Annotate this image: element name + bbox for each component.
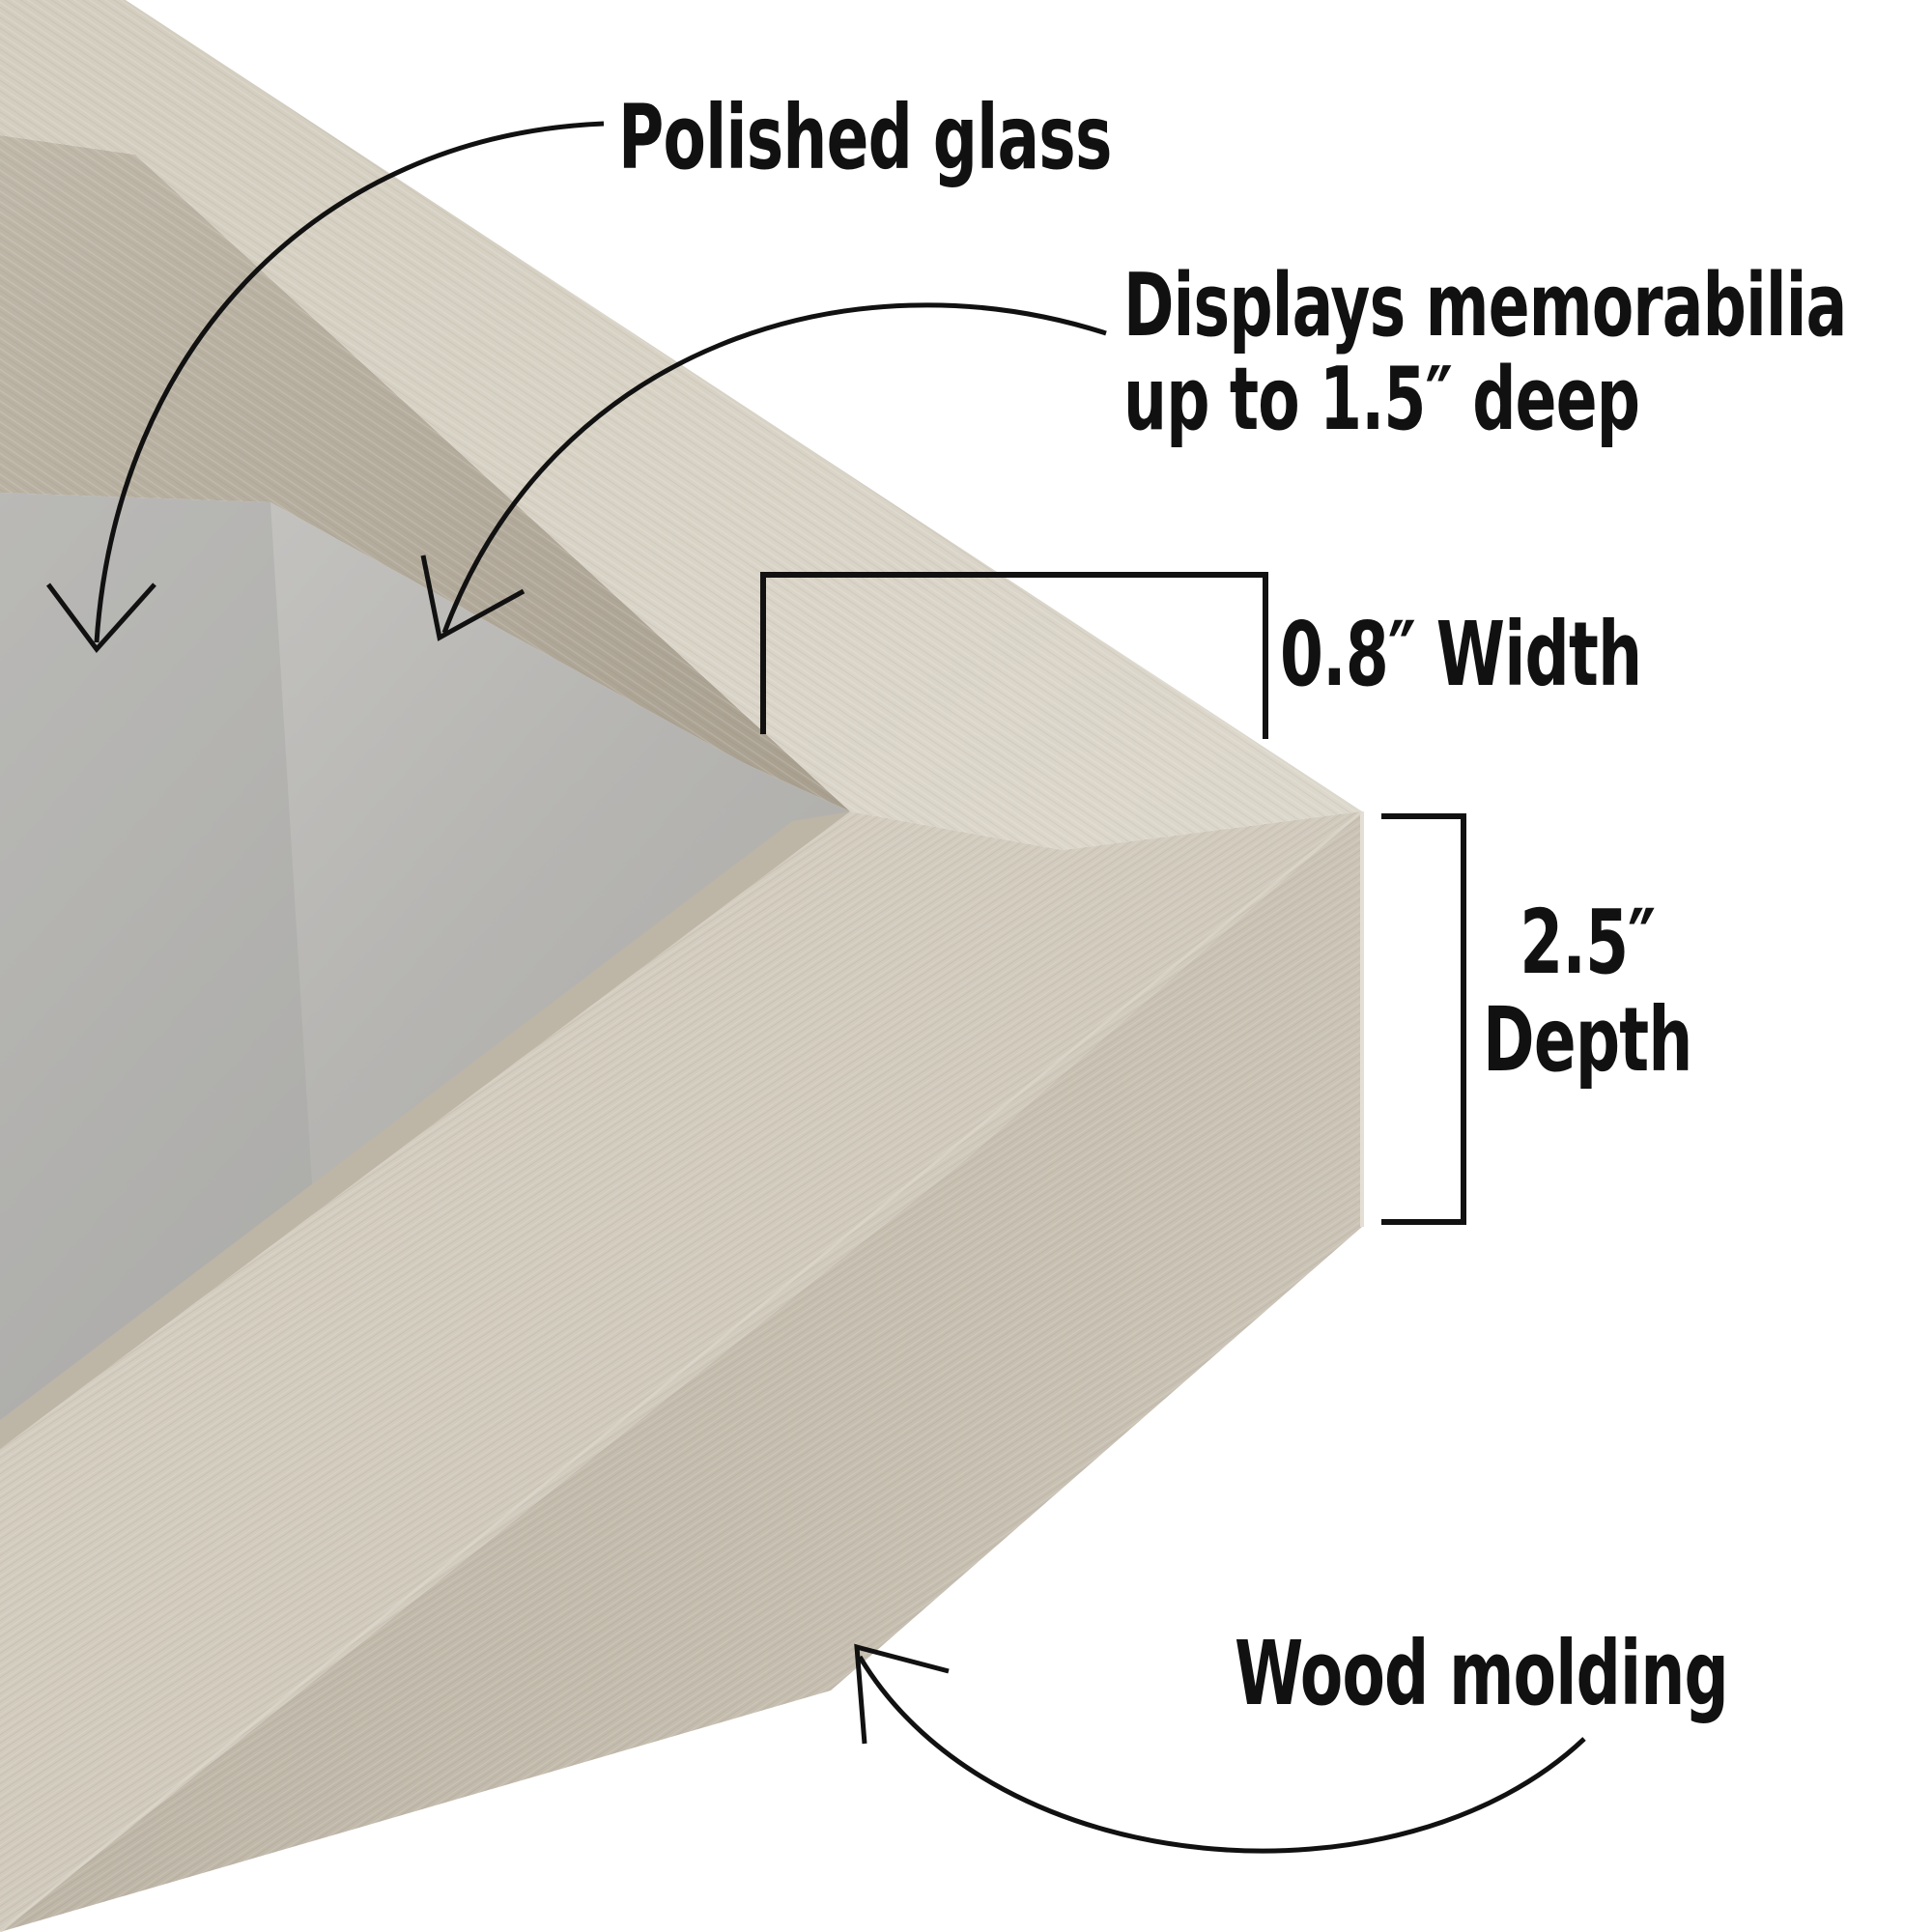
- display-arrow-head: [420, 554, 526, 641]
- front-edge: [0, 810, 1363, 1932]
- wood-arrow: [857, 1655, 1586, 1854]
- glass-interior: [0, 493, 850, 1449]
- wood-arrow-head: [854, 1643, 950, 1745]
- depth-word: Depth: [1483, 988, 1692, 1093]
- memorabilia-line-2: up to 1.5″ deep: [1123, 349, 1640, 451]
- inner-wall-top-grain: [0, 135, 850, 811]
- memorabilia-depth-label: Displays memorabilia up to 1.5″ deep: [1123, 255, 1847, 451]
- molding-top-face-grain: [0, 0, 1362, 850]
- display-arrow: [441, 302, 1107, 634]
- depth-label: 2.5″ Depth: [1483, 891, 1692, 1093]
- glass-arrow-head: [45, 582, 156, 653]
- wood-molding-label: Wood molding: [1235, 1622, 1729, 1725]
- width-label: 0.8″ Width: [1280, 603, 1642, 706]
- glass-arrow: [94, 121, 605, 643]
- interior-shadow: [0, 493, 319, 1449]
- width-bracket: [760, 572, 1268, 739]
- depth-value: 2.5″: [1520, 891, 1656, 994]
- polished-glass-label: Polished glass: [618, 86, 1112, 189]
- memorabilia-line-1: Displays memorabilia: [1123, 255, 1847, 356]
- molding-front-side-grain: [0, 811, 1362, 1932]
- depth-bracket: [1381, 813, 1466, 1225]
